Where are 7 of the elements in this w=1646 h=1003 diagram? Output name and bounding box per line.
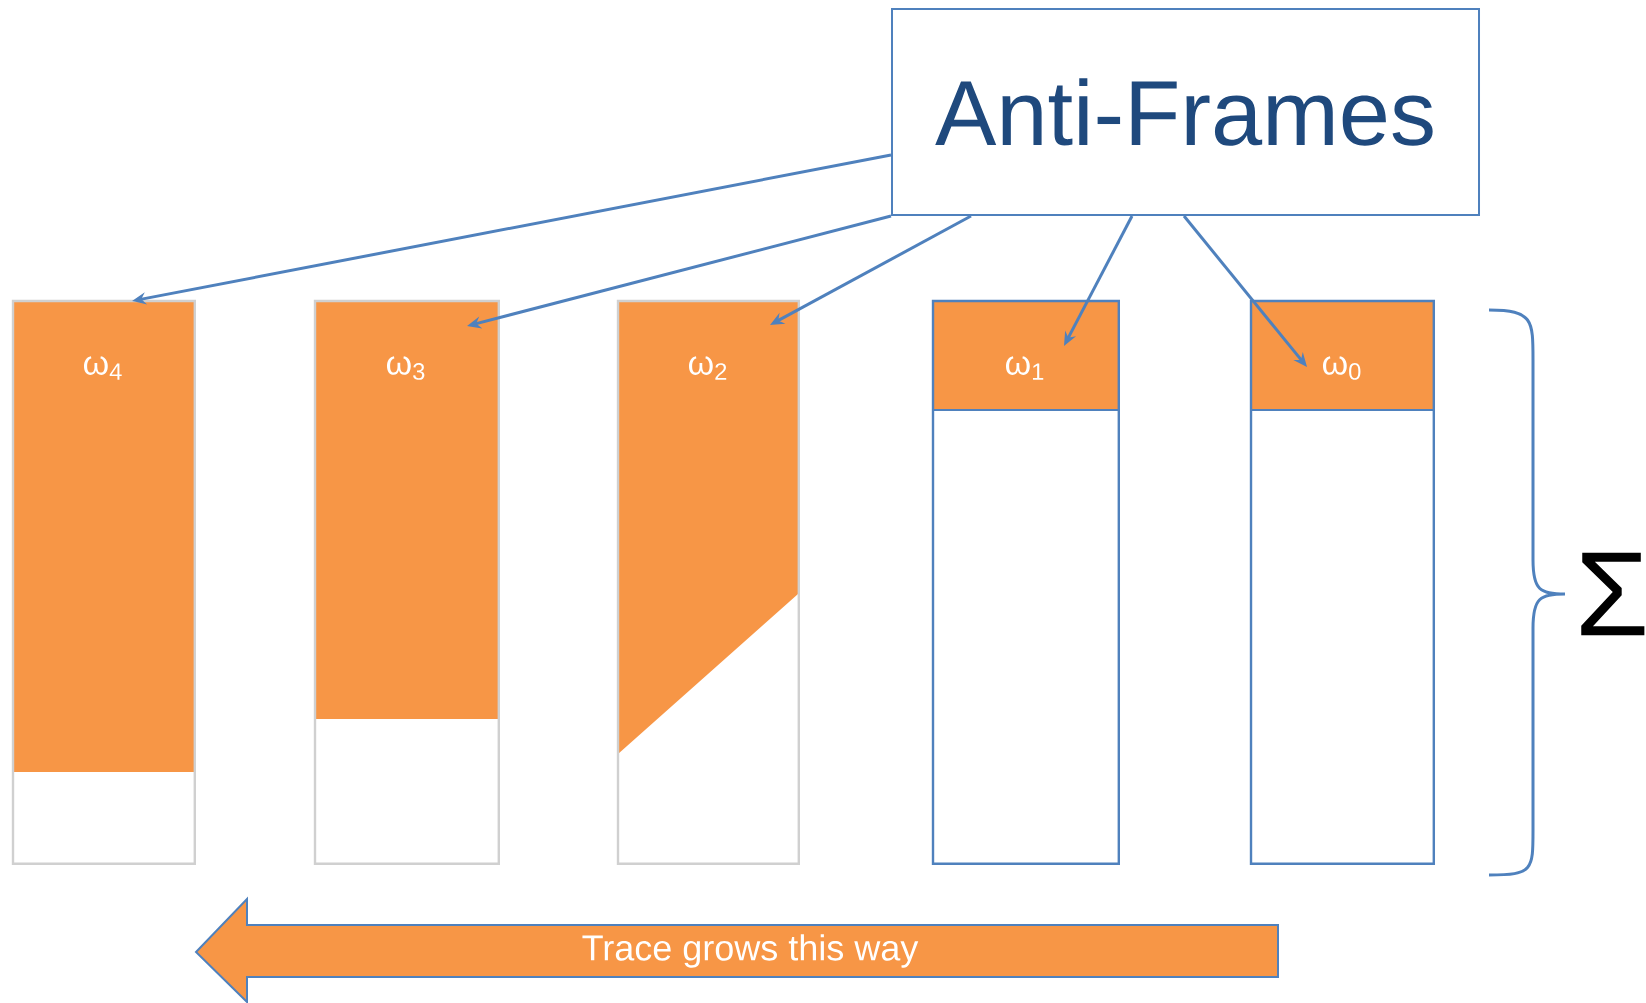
title-box: Anti-Frames [891,8,1480,216]
column-bar: ω$_{1}$ [931,299,1120,865]
column-bar: ω$_{4}$ [11,299,196,865]
sum-symbol: Σ [1581,552,1645,636]
column-bar: ω$_{3}$ [313,299,500,865]
column-bar: ω$_{2}$ [616,299,800,865]
column-bar: ω$_{0}$ [1249,299,1435,865]
